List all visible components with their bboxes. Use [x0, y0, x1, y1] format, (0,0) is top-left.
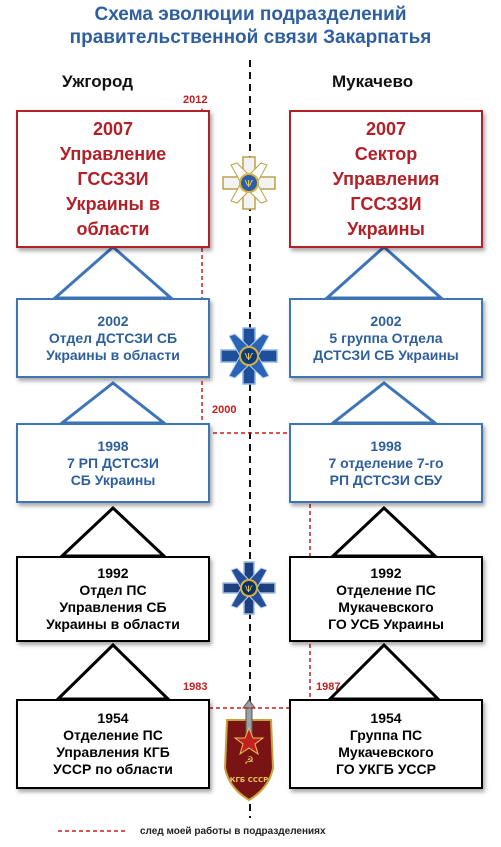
box-line: Управления КГБ [56, 744, 170, 760]
box-line: Украины в области [46, 346, 180, 363]
box-line: Управления [332, 168, 440, 189]
box-line: 2007 [92, 118, 134, 139]
box-uzhgorod-2002: 2002 Отдел ДСТСЗИ СБ Украины в области [16, 298, 210, 378]
kgb-emblem-label: КГБ СССР [230, 776, 269, 784]
svg-text:Ѱ: Ѱ [245, 352, 254, 363]
arrow-up-left-1998-2002 [57, 381, 169, 425]
arrow-up-right-2002-2007 [323, 244, 445, 300]
box-mukachevo-1998: 1998 7 отделение 7-го РП ДСТСЗИ СБУ [289, 423, 483, 503]
trace-year-1983: 1983 [183, 681, 208, 693]
box-uzhgorod-1998: 1998 7 РП ДСТСЗИ СБ Украины [16, 423, 210, 503]
box-line: Мукачевского [338, 599, 434, 615]
city-uzhgorod-label: Ужгород [62, 72, 133, 91]
box-line: 1992 [370, 565, 402, 581]
arrow-up-left-2002-2007 [51, 245, 175, 300]
box-line: 2007 [365, 118, 407, 139]
box-mukachevo-2002: 2002 5 группа Отдела ДСТСЗИ СБ Украины [289, 298, 483, 378]
box-line: Отделение ПС [63, 727, 163, 743]
diagram-title: Схема эволюции подразделений правительст… [0, 3, 501, 49]
kgb-shield-emblem: ☭ КГБ СССР [223, 699, 275, 802]
box-line: 7 РП ДСТСЗИ [66, 454, 159, 471]
box-uzhgorod-1992: 1992 Отдел ПС Управления СБ Украины в об… [16, 556, 210, 642]
box-line: ГО УКГБ УССР [336, 761, 436, 777]
title-line-1: Схема эволюции подразделений [94, 4, 407, 25]
box-line: 2002 [370, 312, 402, 329]
box-line: УССР по области [53, 761, 173, 777]
arrow-up-right-1992-1998 [329, 505, 439, 558]
box-line: 7 отделение 7-го [328, 454, 444, 471]
blue-cross-emblem-2002: Ѱ [220, 327, 278, 385]
box-line: 2002 [97, 312, 129, 329]
box-mukachevo-1992: 1992 Отделение ПС Мукачевского ГО УСБ Ук… [289, 556, 483, 642]
box-line: РП ДСТСЗИ СБУ [329, 471, 443, 488]
arrow-up-left-1954-1992 [54, 642, 172, 701]
box-mukachevo-1954: 1954 Группа ПС Мукачевского ГО УКГБ УССР [289, 699, 483, 789]
arrow-up-left-1992-1998 [58, 505, 168, 558]
box-line: Украины в [66, 193, 160, 214]
white-cross-emblem: Ѱ [222, 156, 276, 210]
box-line: 1998 [97, 437, 129, 454]
blue-cross-emblem-1992: Ѱ [222, 561, 276, 615]
box-uzhgorod-2007: 2007 Управление ГССЗЗИ Украины в области [16, 110, 210, 248]
box-line: ГССЗЗИ [350, 193, 422, 214]
box-line: области [76, 218, 150, 239]
title-line-2: правительственной связи Закарпатья [69, 27, 432, 48]
box-mukachevo-2007: 2007 Сектор Управления ГССЗЗИ Украины [289, 110, 483, 248]
legend-text: след моей работы в подразделениях [140, 826, 326, 837]
box-line: Управление [59, 143, 167, 164]
box-uzhgorod-1954: 1954 Отделение ПС Управления КГБ УССР по… [16, 699, 210, 789]
box-line: 5 группа Отдела [329, 329, 443, 346]
box-line: Управления СБ [59, 599, 167, 615]
svg-text:Ѱ: Ѱ [245, 179, 254, 190]
svg-text:☭: ☭ [244, 754, 254, 767]
box-line: Отделение ПС [336, 582, 436, 598]
trace-year-1987: 1987 [316, 681, 341, 693]
box-line: Украины [347, 218, 425, 239]
box-line: ДСТСЗИ СБ Украины [313, 346, 459, 363]
box-line: Украины в области [46, 616, 180, 632]
box-line: ГО УСБ Украины [328, 616, 444, 632]
arrow-up-right-1998-2002 [328, 381, 440, 425]
box-line: ГССЗЗИ [77, 168, 149, 189]
box-line: Сектор [354, 143, 418, 164]
box-line: 1992 [97, 565, 129, 581]
box-line: СБ Украины [70, 471, 156, 488]
box-line: 1954 [97, 710, 129, 726]
trace-year-2012: 2012 [183, 94, 208, 106]
city-mukachevo-label: Мукачево [332, 72, 414, 91]
box-line: 1954 [370, 710, 402, 726]
box-line: Мукачевского [338, 744, 434, 760]
svg-text:Ѱ: Ѱ [245, 585, 253, 595]
arrow-up-right-1954-1992 [326, 642, 442, 701]
trace-year-2000: 2000 [212, 404, 237, 416]
box-line: Отдел ПС [79, 582, 147, 598]
box-line: Отдел ДСТСЗИ СБ [48, 329, 178, 346]
box-line: Группа ПС [349, 727, 423, 743]
box-line: 1998 [370, 437, 402, 454]
